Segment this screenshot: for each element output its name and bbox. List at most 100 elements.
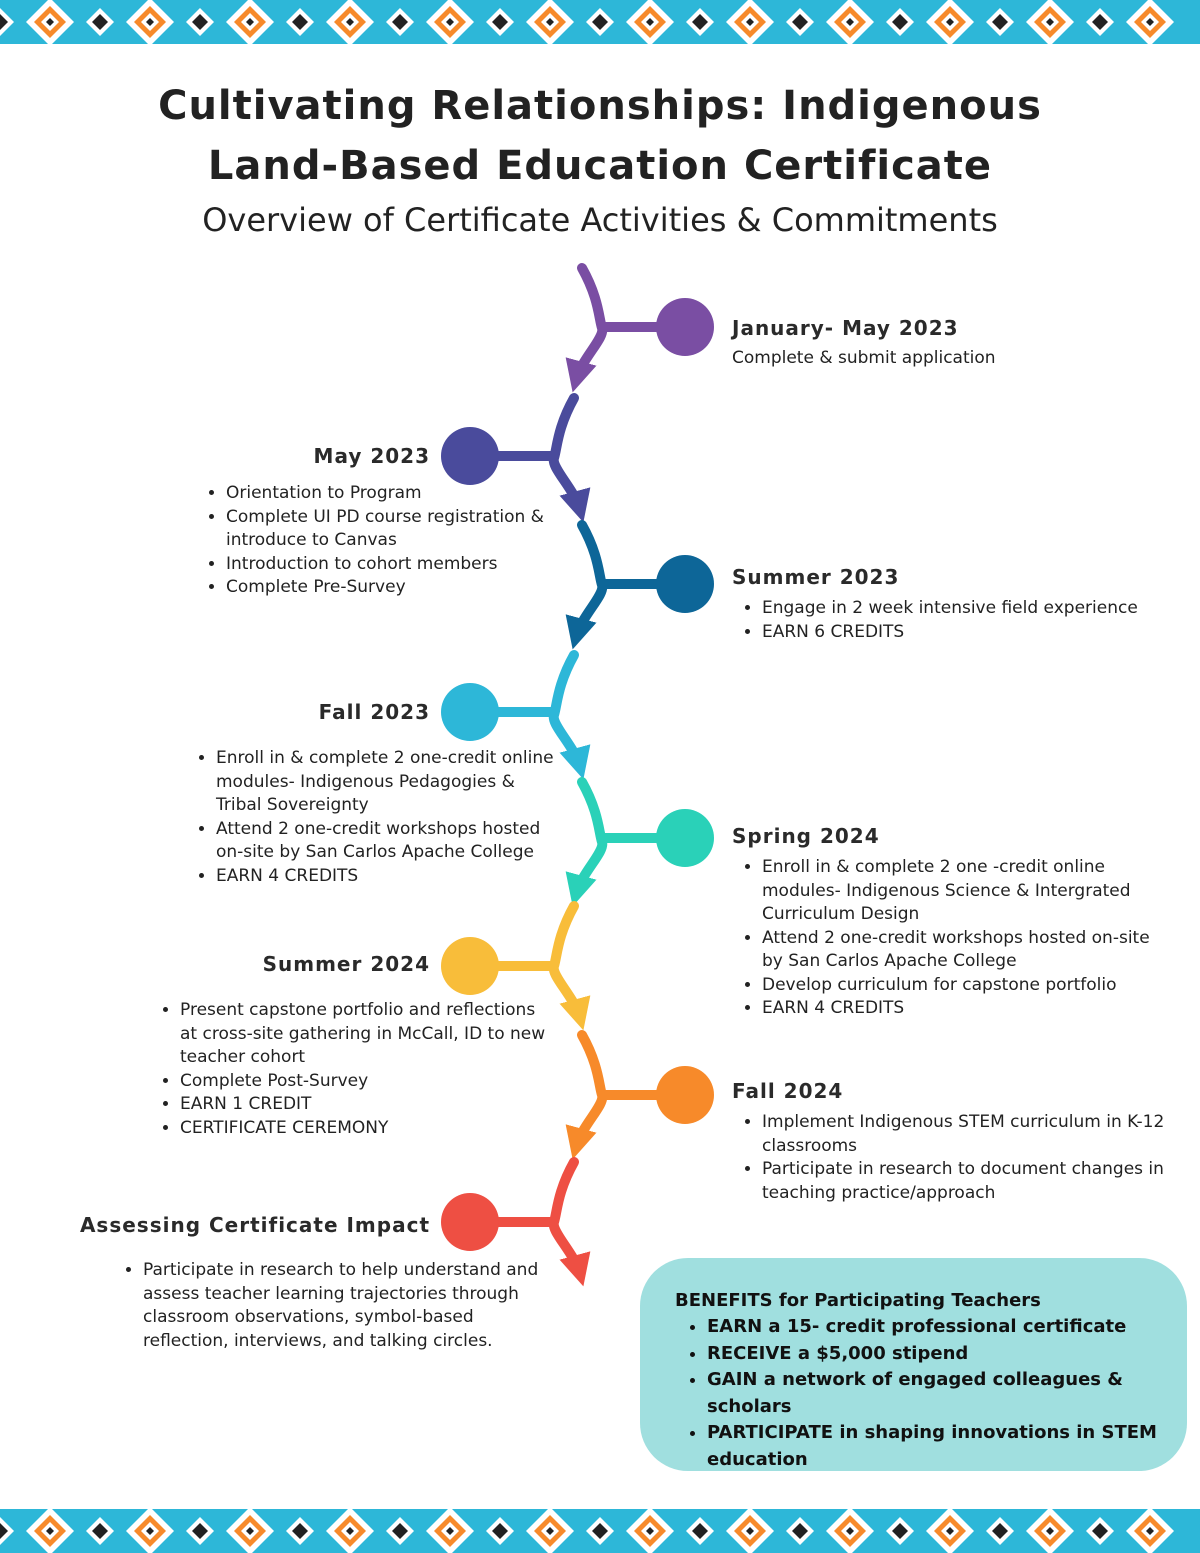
list-item: Complete Pre-Survey [226, 576, 555, 600]
border-motif [686, 1509, 774, 1553]
benefit-item: PARTICIPATE in shaping innovations in ST… [707, 1420, 1177, 1473]
border-diamond [746, 18, 754, 26]
border-diamond [46, 1527, 54, 1535]
border-motif [86, 0, 174, 44]
border-diamond [692, 1523, 708, 1539]
border-motif [286, 0, 374, 44]
list-item: EARN 4 CREDITS [216, 865, 555, 889]
list-item: Implement Indigenous STEM curriculum in … [762, 1111, 1172, 1158]
beaded-border-bottom [0, 1509, 1200, 1553]
border-diamond [792, 14, 808, 30]
border-motif [986, 1509, 1074, 1553]
list-item: Complete Post-Survey [180, 1070, 554, 1094]
timeline-node-3 [565, 520, 714, 650]
timeline-stage-fall-2024: Fall 2024 Implement Indigenous STEM curr… [732, 1077, 1172, 1205]
border-diamond [0, 1523, 8, 1539]
border-diamond [92, 1523, 108, 1539]
list-item: EARN 6 CREDITS [762, 621, 1172, 645]
border-motif [586, 1509, 674, 1553]
list-item: Present capstone portfolio and reflectio… [180, 999, 554, 1070]
stage-heading: January- May 2023 [732, 316, 959, 340]
list-item: Attend 2 one-credit workshops hosted on-… [216, 818, 555, 865]
border-motif [1086, 0, 1174, 44]
border-diamond [346, 1527, 354, 1535]
timeline-arrow [565, 1030, 608, 1160]
border-motif [886, 0, 974, 44]
list-item: EARN 1 CREDIT [180, 1093, 554, 1117]
timeline-node-2 [441, 393, 591, 523]
border-diamond [192, 14, 208, 30]
border-diamond [646, 18, 654, 26]
timeline-arrow [548, 393, 591, 523]
border-diamond [946, 18, 954, 26]
stage-heading: Fall 2024 [732, 1079, 844, 1103]
list-item: Develop curriculum for capstone portfoli… [762, 974, 1172, 998]
border-diamond [446, 1527, 454, 1535]
border-diamond [1146, 18, 1154, 26]
border-motif [486, 1509, 574, 1553]
stage-heading: Fall 2023 [318, 700, 430, 724]
border-motif [786, 0, 874, 44]
border-diamond [646, 1527, 654, 1535]
list-item: Participate in research to help understa… [143, 1259, 557, 1353]
border-diamond [1046, 1527, 1054, 1535]
border-diamond [592, 14, 608, 30]
benefit-item: GAIN a network of engaged colleagues & s… [707, 1367, 1177, 1420]
timeline-stage-jan-may-2023: January- May 2023 Complete & submit appl… [732, 314, 1172, 370]
timeline-arrow [548, 901, 591, 1031]
stage-heading: Assessing Certificate Impact [79, 1213, 430, 1237]
timeline-stage-fall-2023: Fall 2023 [200, 698, 430, 726]
border-motif [186, 1509, 274, 1553]
beaded-border-top [0, 0, 1200, 44]
timeline-dot [656, 555, 714, 613]
border-diamond [492, 1523, 508, 1539]
border-diamond [846, 18, 854, 26]
page-subtitle: Overview of Certificate Activities & Com… [202, 201, 998, 239]
border-diamond [46, 18, 54, 26]
timeline-arrow [548, 1157, 591, 1287]
border-diamond [846, 1527, 854, 1535]
timeline-stage-summer-2023: Summer 2023 Engage in 2 week intensive f… [732, 563, 1172, 644]
timeline-stage-may-2023-list: Orientation to Program Complete UI PD co… [200, 476, 555, 600]
border-diamond [92, 14, 108, 30]
border-diamond [246, 1527, 254, 1535]
border-motif [986, 0, 1074, 44]
border-diamond [1092, 1523, 1108, 1539]
border-diamond [992, 1523, 1008, 1539]
timeline-node-7 [565, 1030, 714, 1160]
list-item: Engage in 2 week intensive field experie… [762, 597, 1172, 621]
timeline-node-6 [441, 901, 591, 1031]
border-diamond [146, 18, 154, 26]
stage-heading: Summer 2023 [732, 565, 900, 589]
border-diamond [592, 1523, 608, 1539]
border-diamond [546, 1527, 554, 1535]
list-item: Orientation to Program [226, 482, 555, 506]
list-item: CERTIFICATE CEREMONY [180, 1117, 554, 1141]
stage-heading: Summer 2024 [262, 952, 430, 976]
list-item: Complete UI PD course registration & int… [226, 506, 555, 553]
border-diamond [1092, 14, 1108, 30]
timeline-dot [441, 1193, 499, 1251]
border-motif [586, 0, 674, 44]
border-diamond [392, 1523, 408, 1539]
benefits-heading: BENEFITS for Participating Teachers [675, 1290, 1041, 1311]
border-diamond [692, 14, 708, 30]
timeline-stage-summer-2024-list: Present capstone portfolio and reflectio… [154, 993, 554, 1140]
border-diamond [946, 1527, 954, 1535]
list-item: EARN 4 CREDITS [762, 997, 1172, 1021]
border-diamond [1046, 18, 1054, 26]
page-title-line-2: Land-Based Education Certificate [207, 143, 993, 189]
timeline-arrow [565, 777, 608, 907]
timeline-stage-assessing-impact-list: Participate in research to help understa… [117, 1253, 557, 1353]
border-diamond [0, 14, 8, 30]
list-item: Enroll in & complete 2 one-credit online… [216, 747, 555, 818]
border-diamond [146, 1527, 154, 1535]
border-motif [186, 0, 274, 44]
border-diamond [392, 14, 408, 30]
timeline-arrow [548, 650, 591, 780]
stage-text: Complete & submit application [732, 348, 996, 368]
stage-heading: Spring 2024 [732, 824, 880, 848]
timeline-stage-assessing-impact: Assessing Certificate Impact [60, 1211, 430, 1239]
timeline-stage-summer-2024: Summer 2024 [200, 950, 430, 978]
border-diamond [892, 1523, 908, 1539]
